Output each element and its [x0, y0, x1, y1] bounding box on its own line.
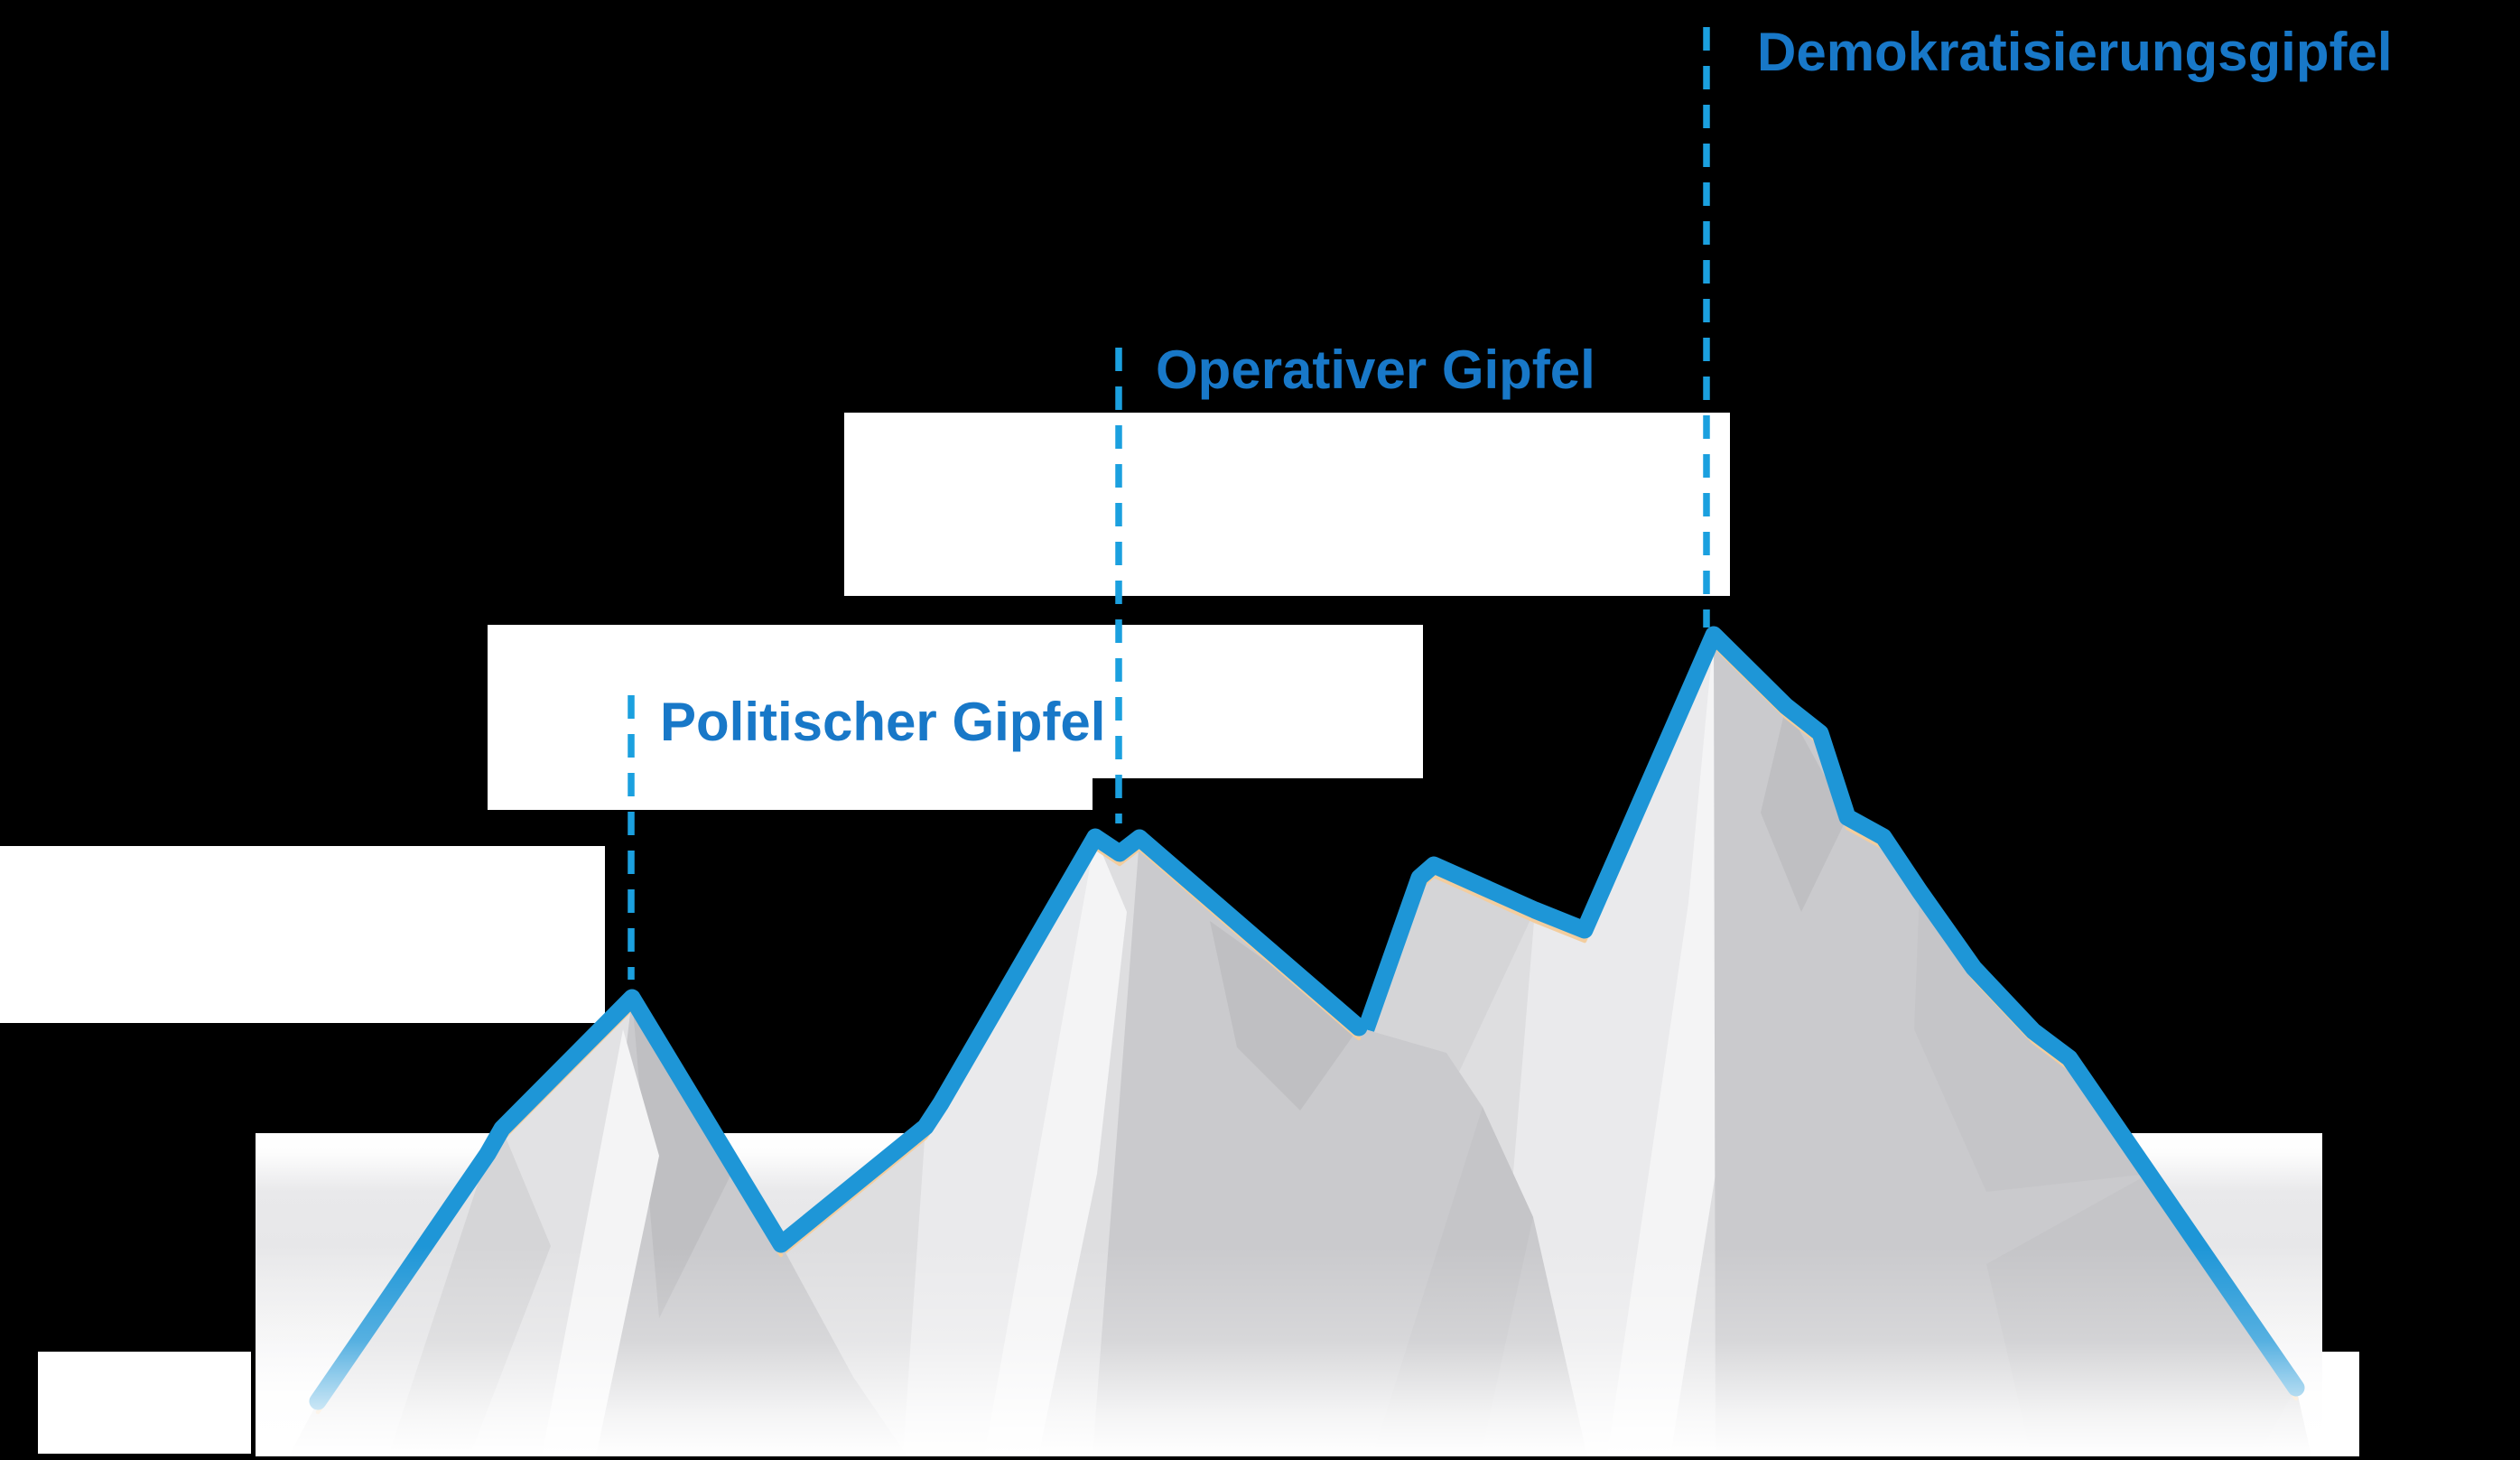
callout-boxes: [0, 413, 1730, 1023]
dashed-leader-lines: [628, 27, 1710, 980]
mountain-2-shadow-wedge: [1210, 921, 1359, 1111]
label-demokratisierungsgipfel: Demokratisierungsgipfel: [1757, 22, 2393, 82]
mountain-3-blue-ridge: [1354, 626, 2305, 1397]
operativer-gipfel-callout-box: [844, 413, 1730, 596]
mountain-3-shadow-wedge-1: [1761, 706, 1847, 912]
label-operativer-gipfel: Operativer Gipfel: [1156, 339, 1595, 400]
empty-callout-box-bottom-right: [2322, 1352, 2359, 1456]
mountain-2-blue-ridge: [772, 828, 1368, 1253]
empty-callout-box-left: [0, 846, 605, 1023]
base-fog-overlay: [256, 1246, 2322, 1456]
mountain-1-blue-ridge: [309, 989, 790, 1410]
politischer-gipfel-callout-box: [488, 625, 1093, 810]
empty-callout-box-bottom-left: [38, 1352, 251, 1454]
label-politischer-gipfel: Politischer Gipfel: [660, 692, 1106, 752]
mountain-3-ledge-shadow: [1363, 865, 1535, 1083]
mountain-1-shadow-wedge: [632, 998, 731, 1318]
